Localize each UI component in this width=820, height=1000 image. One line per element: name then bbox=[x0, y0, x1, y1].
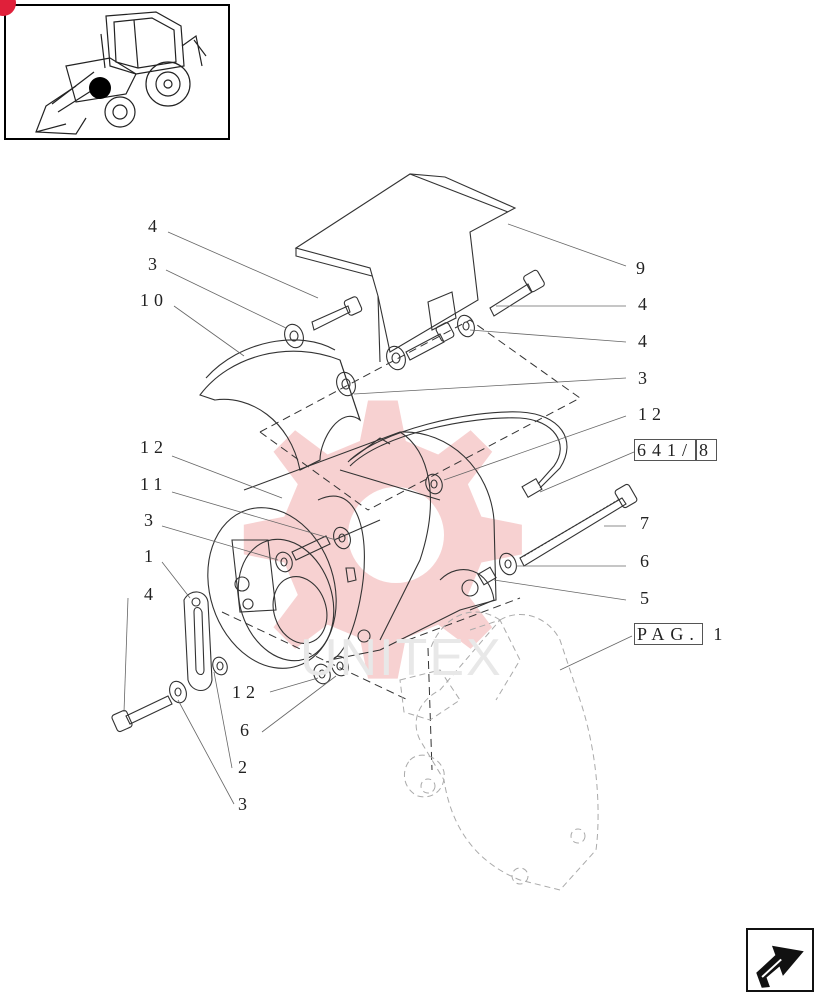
callout-3-mid: 3 bbox=[144, 510, 158, 530]
callout-3-bottom: 3 bbox=[238, 794, 252, 814]
page-ref-number: 1 bbox=[713, 624, 729, 644]
group-ref-boxed: 8 bbox=[696, 439, 718, 461]
corner-marker bbox=[0, 0, 16, 16]
page-reference-link[interactable]: PAG. 1 bbox=[634, 623, 729, 645]
callout-10: 10 bbox=[140, 290, 168, 310]
callout-5: 5 bbox=[640, 588, 654, 608]
sensor-plug bbox=[521, 478, 543, 498]
watermark-text: UNITEX bbox=[300, 629, 503, 687]
bolts bbox=[111, 269, 638, 733]
callout-12-bottom: 12 bbox=[232, 682, 260, 702]
sensor-cable bbox=[347, 411, 568, 489]
assembly-lines bbox=[221, 319, 581, 771]
callout-4-right-a: 4 bbox=[638, 294, 652, 314]
next-page-arrow-icon bbox=[756, 945, 804, 988]
callout-3-top: 3 bbox=[148, 254, 162, 274]
adjusting-strap-1 bbox=[183, 591, 213, 692]
callout-2: 2 bbox=[238, 757, 252, 777]
callout-4-top: 4 bbox=[148, 216, 162, 236]
callout-9: 9 bbox=[636, 258, 650, 278]
group-reference-link[interactable]: 641/8 bbox=[634, 439, 718, 461]
callout-4-low: 4 bbox=[144, 584, 158, 604]
tractor-loader-icon bbox=[35, 11, 207, 135]
next-page-button[interactable] bbox=[746, 928, 814, 992]
engine-bracket-reference bbox=[399, 611, 599, 891]
heat-shield-10 bbox=[199, 339, 362, 471]
location-dot-icon bbox=[89, 77, 111, 99]
callout-6-right: 6 bbox=[640, 551, 654, 571]
callout-4-right-b: 4 bbox=[638, 331, 652, 351]
callout-7: 7 bbox=[640, 513, 654, 533]
page-ref-prefix: PAG. bbox=[634, 623, 703, 645]
callout-3-right: 3 bbox=[638, 368, 652, 388]
machine-thumbnail bbox=[4, 4, 230, 140]
callout-6-bottom: 6 bbox=[240, 720, 254, 740]
callout-1: 1 bbox=[144, 546, 158, 566]
group-ref-main: 641/ bbox=[634, 439, 697, 461]
callout-12-left: 12 bbox=[140, 437, 168, 457]
callout-11: 11 bbox=[140, 474, 168, 494]
callout-12-right: 12 bbox=[638, 404, 666, 424]
bracket-9 bbox=[294, 173, 517, 363]
washers bbox=[169, 314, 517, 704]
leader-lines bbox=[123, 223, 635, 805]
